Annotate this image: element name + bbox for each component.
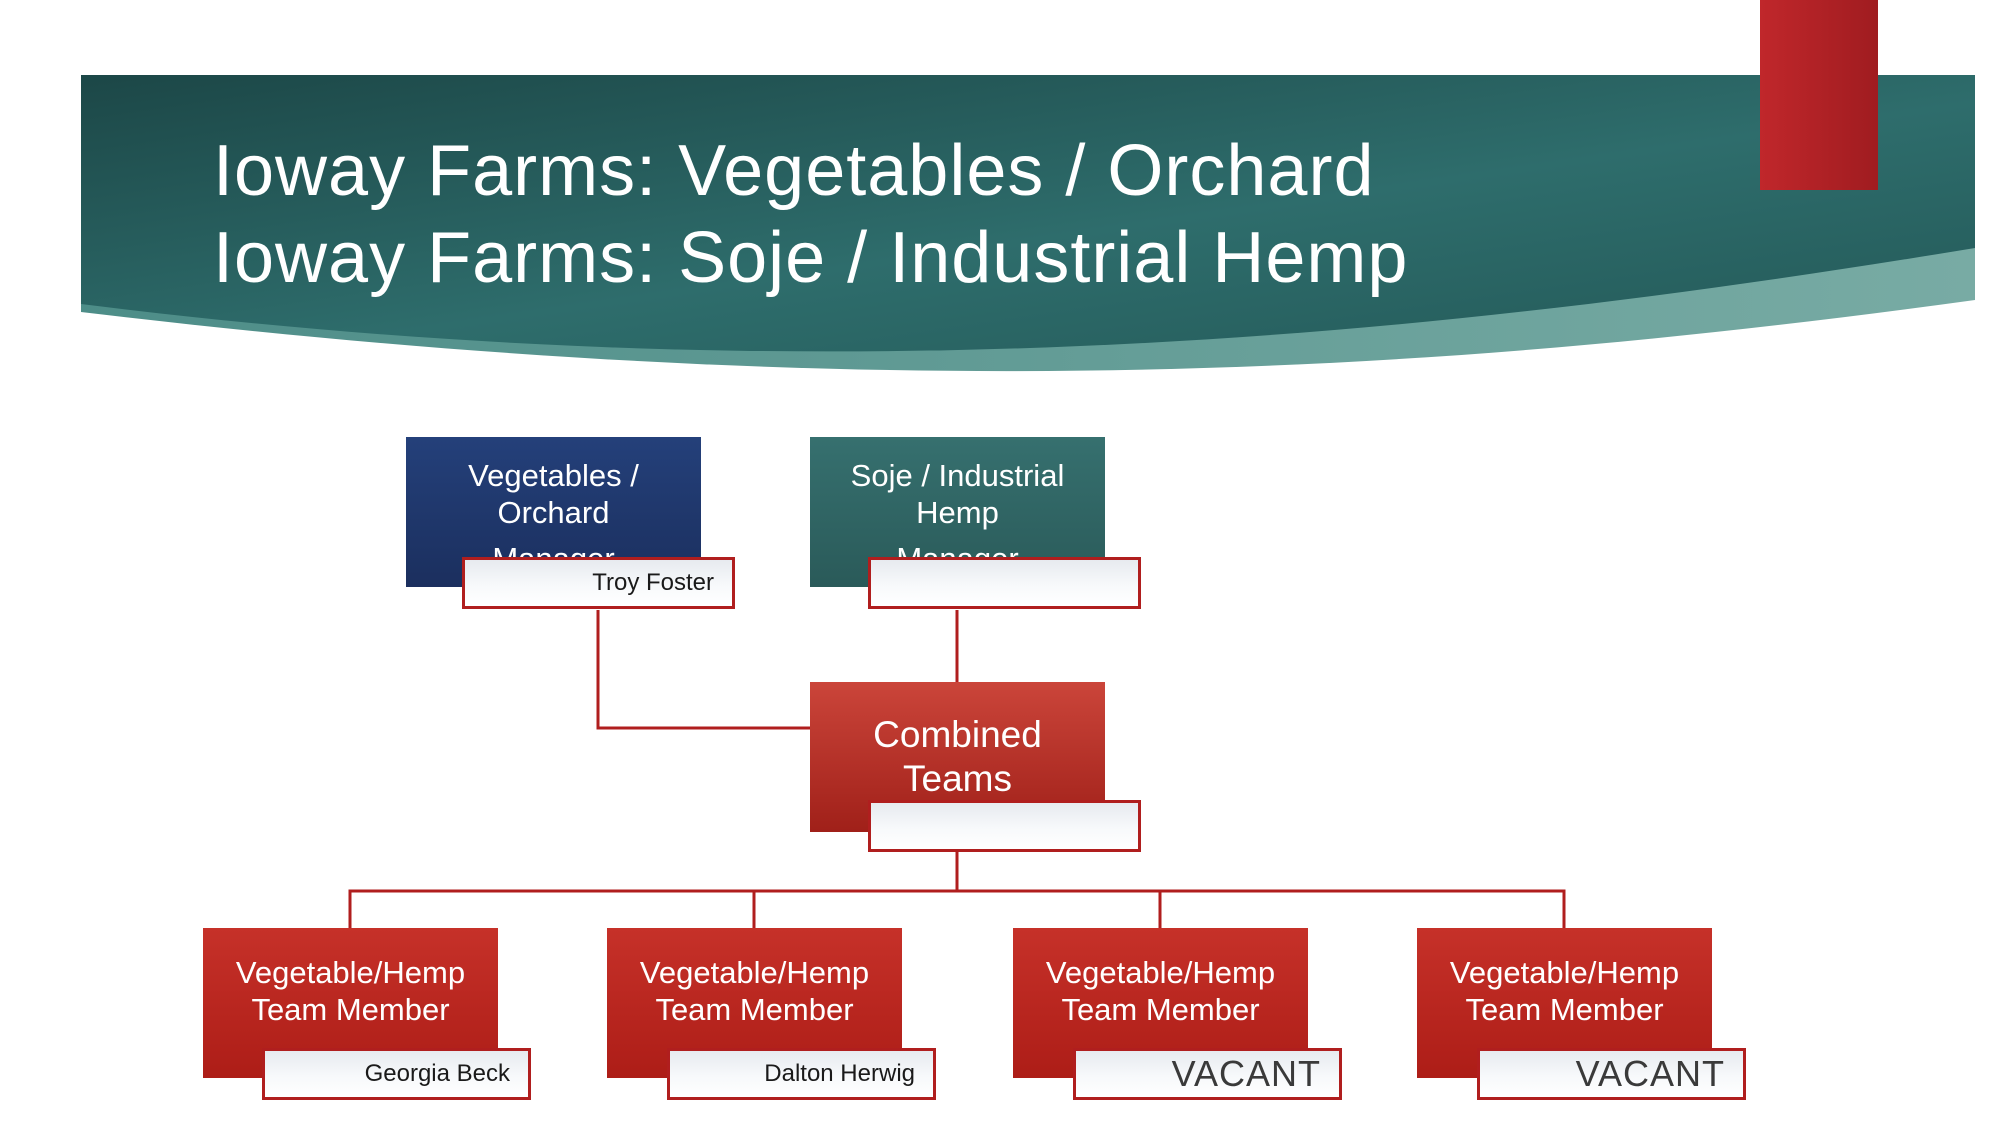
header-banner: [81, 75, 1975, 372]
name-tag-text: VACANT: [1575, 1053, 1725, 1094]
team-member-title: Vegetable/Hemp Team Member: [1045, 955, 1276, 1028]
name-tag-combined-teams: [868, 800, 1141, 852]
banner-dark-swoosh: [81, 75, 1975, 352]
combined-teams-label: Combined Teams: [873, 713, 1042, 799]
name-tag-team-member-4: VACANT: [1477, 1048, 1746, 1100]
slide-title: Ioway Farms: Vegetables / Orchard Ioway …: [213, 128, 1408, 302]
name-tag-text: Troy Foster: [592, 569, 714, 596]
slide-title-line1: Ioway Farms: Vegetables / Orchard: [213, 131, 1375, 211]
name-tag-vegetables-manager: Troy Foster: [462, 557, 735, 609]
accent-bar: [1760, 0, 1878, 190]
name-tag-team-member-3: VACANT: [1073, 1048, 1342, 1100]
slide-title-line2: Ioway Farms: Soje / Industrial Hemp: [213, 218, 1409, 299]
manager-title: Vegetables / Orchard: [468, 458, 639, 531]
team-member-title: Vegetable/Hemp Team Member: [235, 955, 466, 1028]
name-tag-text: Georgia Beck: [364, 1060, 510, 1087]
manager-title: Soje / Industrial Hemp: [850, 458, 1065, 531]
name-tag-text: VACANT: [1171, 1053, 1321, 1094]
team-member-title: Vegetable/Hemp Team Member: [1449, 955, 1680, 1028]
name-tag-soje-manager: [868, 557, 1141, 609]
name-tag-team-member-2: Dalton Herwig: [667, 1048, 936, 1100]
team-member-title: Vegetable/Hemp Team Member: [639, 955, 870, 1028]
name-tag-team-member-1: Georgia Beck: [262, 1048, 531, 1100]
name-tag-text: Dalton Herwig: [764, 1060, 915, 1087]
